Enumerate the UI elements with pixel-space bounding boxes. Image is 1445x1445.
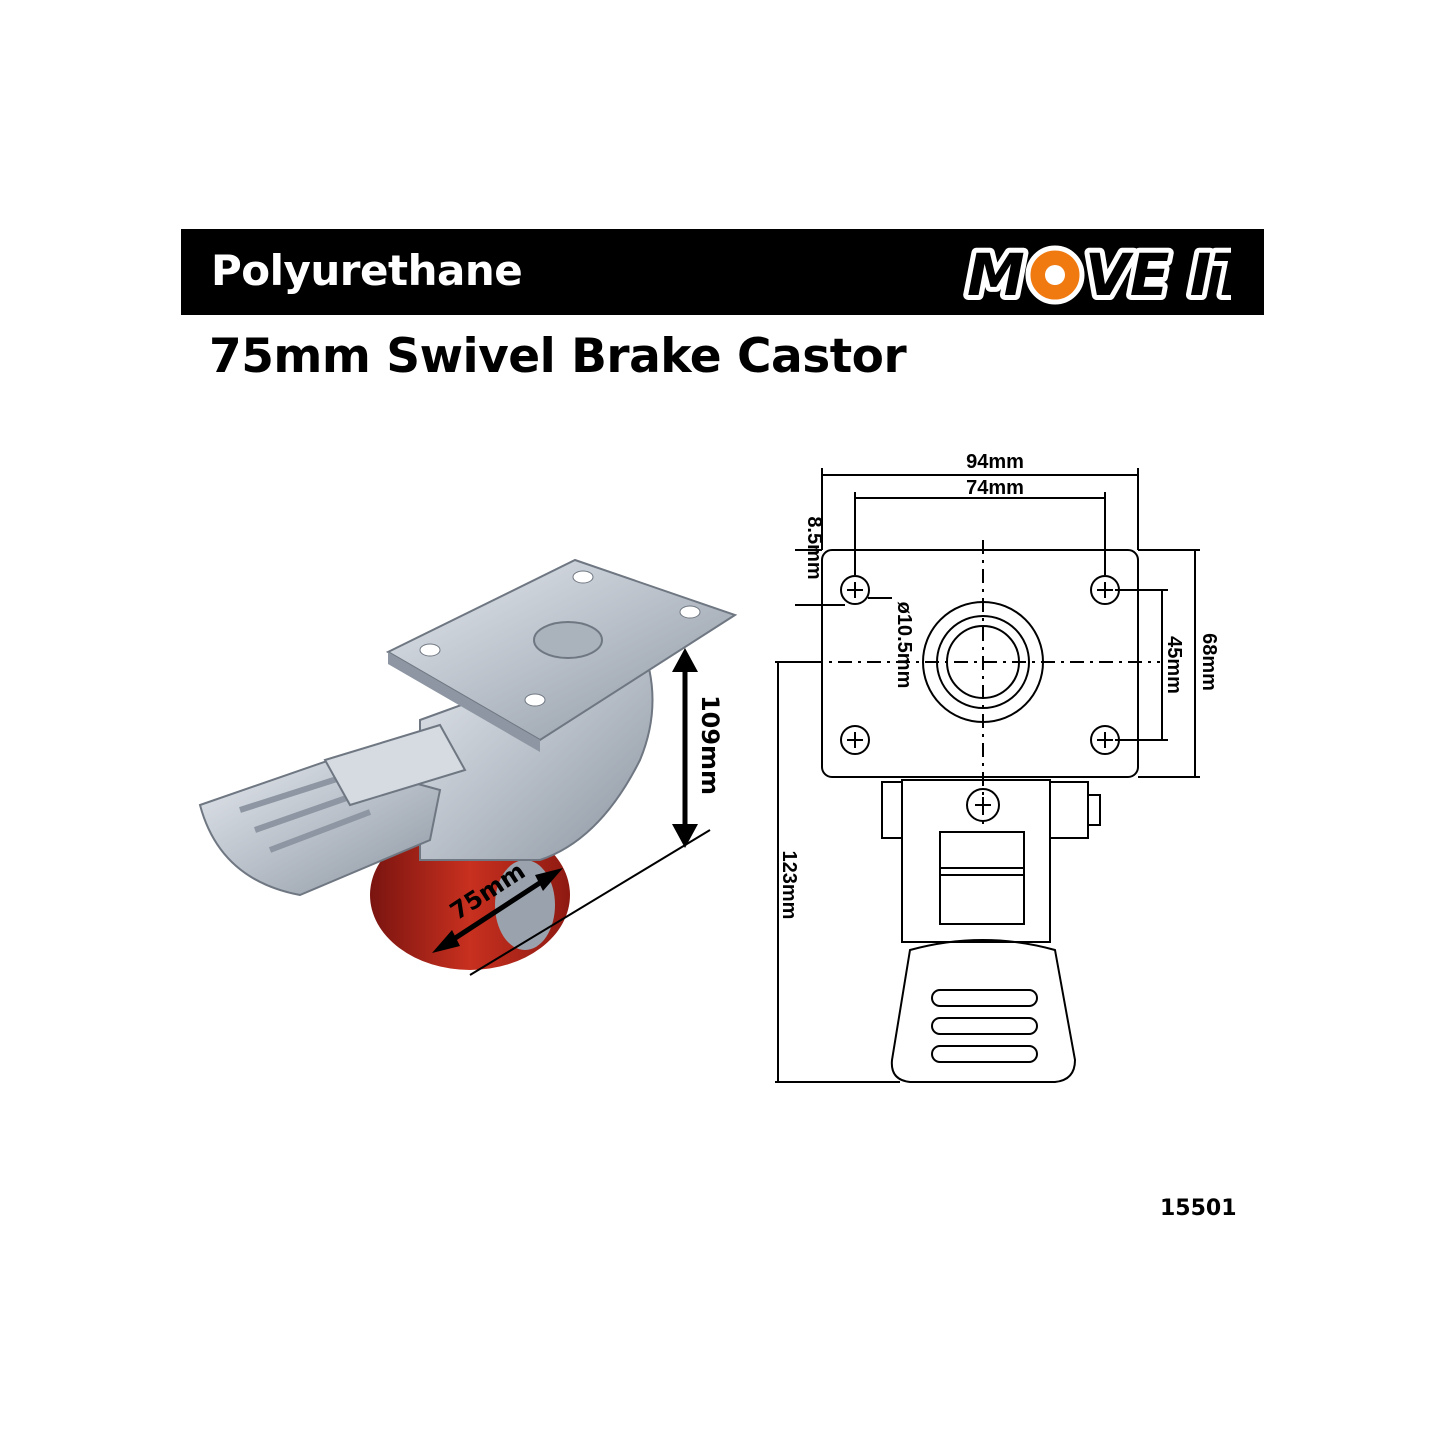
category-label: Polyurethane	[211, 246, 523, 295]
product-title: 75mm Swivel Brake Castor	[209, 329, 907, 384]
dim-edge-offset: 8.5mm	[803, 516, 825, 579]
brand-logo: M M VE IT VE IT	[961, 235, 1231, 309]
product-code: 15501	[1160, 1196, 1237, 1221]
svg-text:VE IT: VE IT	[1085, 241, 1231, 309]
dim-overall-depth: 68mm	[1198, 633, 1220, 691]
dim-hole-diameter: ø10.5mm	[893, 602, 915, 689]
dim-overall-height: 123mm	[778, 851, 800, 920]
dim-overall-width: 94mm	[966, 451, 1024, 473]
svg-text:M: M	[967, 241, 1025, 309]
photo-height-label: 109mm	[696, 695, 724, 795]
castor-photo: 109mm 75mm	[198, 558, 738, 976]
dim-hole-spacing-depth: 45mm	[1163, 636, 1185, 694]
dim-hole-spacing-width: 74mm	[966, 477, 1024, 499]
svg-text:M: M	[967, 241, 1025, 309]
technical-drawing	[775, 468, 1200, 1083]
header-banner: Polyurethane M M VE IT VE IT	[181, 229, 1264, 315]
move-it-logo-icon: M M VE IT VE IT	[962, 236, 1231, 309]
svg-text:VE IT: VE IT	[1085, 241, 1231, 309]
